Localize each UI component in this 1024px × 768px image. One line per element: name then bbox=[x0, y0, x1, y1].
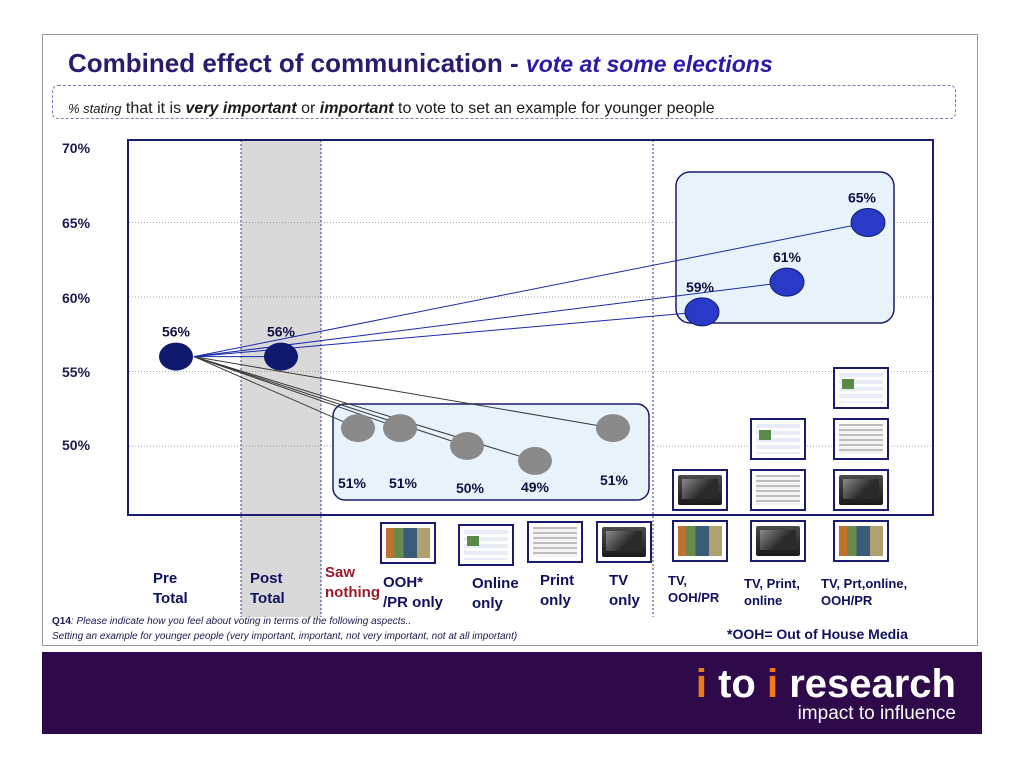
post-total-band bbox=[241, 140, 321, 617]
connector-line bbox=[193, 356, 614, 429]
data-point bbox=[596, 414, 630, 443]
category-label: TV, Prt,online, OOH/PR bbox=[821, 576, 908, 608]
brand-logo: i to i research impact to influence bbox=[696, 662, 956, 725]
data-label: 51% bbox=[600, 472, 629, 488]
question-text: : Please indicate how you feel about vot… bbox=[70, 616, 412, 627]
chart-subtitle: % stating that it is very important or i… bbox=[68, 100, 715, 118]
tv-thumbnail bbox=[672, 469, 728, 511]
title-sub: vote at some elections bbox=[525, 51, 773, 77]
data-point bbox=[383, 414, 417, 443]
logo-text: i to i research bbox=[696, 662, 956, 707]
subtitle-t1: that it is bbox=[121, 100, 186, 117]
page-title: Combined effect of communication - vote … bbox=[68, 48, 773, 79]
data-point bbox=[450, 432, 484, 460]
online-thumbnail bbox=[458, 524, 514, 566]
online-thumbnail bbox=[833, 367, 889, 409]
print-thumbnail bbox=[750, 469, 806, 511]
online-thumbnail bbox=[750, 418, 806, 460]
tv-thumbnail bbox=[833, 469, 889, 511]
connector-line bbox=[193, 281, 788, 358]
print-thumbnail bbox=[833, 418, 889, 460]
connector-line bbox=[193, 356, 359, 429]
data-point bbox=[769, 267, 805, 297]
ooh-footnote: *OOH= Out of House Media bbox=[727, 626, 908, 642]
data-label: 56% bbox=[267, 324, 296, 340]
high-group-box bbox=[675, 171, 895, 324]
title-main: Combined effect of communication - bbox=[68, 48, 526, 78]
subtitle-t3: to vote to set an example for younger pe… bbox=[393, 100, 715, 117]
y-tick-label: 60% bbox=[62, 290, 91, 306]
subtitle-stating: % stating bbox=[68, 101, 122, 116]
data-label: 51% bbox=[338, 475, 367, 491]
category-label: Pre Total bbox=[153, 570, 188, 607]
slide-frame bbox=[42, 34, 978, 646]
category-label: Online only bbox=[472, 575, 519, 612]
data-label: 49% bbox=[521, 479, 550, 495]
y-tick-label: 65% bbox=[62, 215, 91, 231]
question-note: Q14: Please indicate how you feel about … bbox=[52, 616, 411, 627]
logo-research: research bbox=[778, 662, 956, 706]
category-label: TV, Print, online bbox=[744, 576, 800, 608]
data-label: 59% bbox=[686, 279, 715, 295]
ooh-thumbnail bbox=[380, 522, 436, 564]
data-point bbox=[264, 342, 298, 371]
category-label: Post Total bbox=[250, 570, 285, 607]
y-tick-label: 55% bbox=[62, 364, 91, 380]
category-label: TV only bbox=[609, 572, 640, 609]
connector-line bbox=[193, 222, 869, 358]
ooh-thumbnail bbox=[672, 520, 728, 562]
data-point bbox=[850, 208, 886, 237]
tv-thumbnail bbox=[596, 521, 652, 563]
logo-i: i bbox=[695, 662, 707, 706]
data-point bbox=[341, 414, 375, 443]
print-thumbnail bbox=[527, 521, 583, 563]
data-label: 56% bbox=[162, 324, 191, 340]
category-label: Saw nothing bbox=[325, 564, 380, 601]
brand-tagline: impact to influence bbox=[797, 703, 956, 724]
subtitle-em2: important bbox=[319, 100, 394, 117]
data-label: 51% bbox=[389, 475, 418, 491]
data-label: 65% bbox=[848, 190, 877, 206]
data-point bbox=[159, 342, 193, 371]
subtitle-t2: or bbox=[296, 100, 320, 117]
plot-area bbox=[127, 139, 934, 516]
tv-thumbnail bbox=[750, 520, 806, 562]
footer-banner: i to i research impact to influence bbox=[42, 652, 982, 734]
logo-i: i bbox=[766, 662, 779, 706]
data-point bbox=[518, 446, 552, 475]
category-label: TV, OOH/PR bbox=[668, 573, 720, 605]
connector-line bbox=[193, 356, 468, 447]
subtitle-em1: very important bbox=[185, 100, 297, 117]
question-label: Q14 bbox=[52, 616, 71, 627]
question-note-line2: Setting an example for younger people (v… bbox=[52, 631, 518, 642]
category-label: Print only bbox=[540, 572, 575, 609]
data-label: 50% bbox=[456, 480, 485, 496]
category-label: OOH* /PR only bbox=[383, 574, 444, 611]
y-tick-label: 70% bbox=[62, 140, 91, 156]
data-point bbox=[684, 297, 720, 327]
logo-to: to bbox=[706, 662, 767, 706]
subtitle-box bbox=[52, 85, 956, 119]
ooh-thumbnail bbox=[833, 520, 889, 562]
y-tick-label: 50% bbox=[62, 437, 91, 453]
data-label: 61% bbox=[773, 249, 802, 265]
